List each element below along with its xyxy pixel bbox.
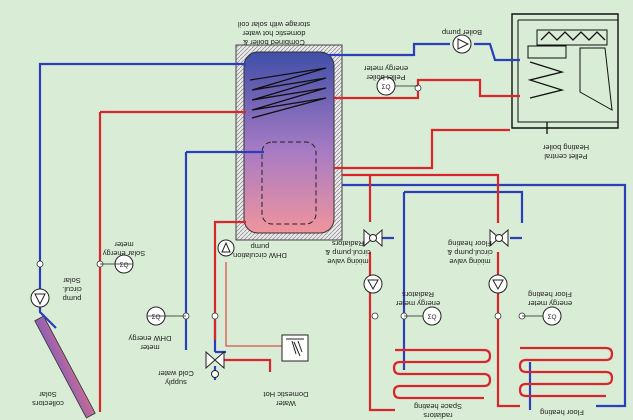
label-dhw-meter-2: meter — [140, 343, 160, 352]
storage-tank — [235, 44, 343, 241]
label-combined-boiler-1: storage with solar coil — [238, 20, 310, 29]
floor-heating-pump — [488, 274, 508, 294]
label-heating-boiler-1: Heating boiler — [542, 143, 589, 152]
label-dhw-pump-1: pump — [251, 242, 270, 251]
dhw-mixing-valve — [205, 350, 225, 378]
label-solar-collectors-2: collectors — [32, 399, 64, 408]
radiators-pump — [363, 274, 383, 294]
labels: storage with solar coil domestic hot wat… — [32, 20, 589, 420]
floor-energy-meter: ΣQ — [542, 306, 562, 326]
solar-collector — [34, 315, 96, 419]
label-heating-boiler-2: Pellet central — [544, 152, 588, 161]
label-radiators-group-1: Radiators — [332, 239, 364, 248]
svg-text:ΣQ: ΣQ — [381, 84, 390, 91]
dhw-circulation-pump — [217, 239, 235, 257]
label-domestic-hot-water-2: Water — [276, 399, 296, 408]
label-solar-collectors-1: Solar — [39, 390, 57, 399]
label-radiators-group-3: mixing valve — [327, 257, 368, 266]
label-solar-pump-2: circul. — [62, 285, 82, 294]
label-radiators-meter-1: Radiators — [402, 290, 434, 299]
svg-text:ΣQ: ΣQ — [119, 262, 128, 269]
label-space-heating-2: radiators — [423, 411, 452, 420]
label-pellet-meter-2: Pellet boiler — [366, 73, 406, 82]
label-combined-boiler-2: domestic hot water — [242, 29, 305, 38]
cold-return-pipes — [38, 42, 627, 410]
label-floor-meter-1: Floor heating — [528, 290, 572, 299]
svg-text:ΣQ: ΣQ — [547, 314, 556, 321]
label-boiler-pump: Boiler pump — [442, 28, 482, 37]
label-pellet-meter-1: energy meter — [363, 64, 408, 73]
domestic-hot-water-outlet — [281, 334, 309, 362]
floor-mixing-valve — [489, 228, 509, 248]
svg-text:ΣQ: ΣQ — [427, 314, 436, 321]
label-radiators-group-2: circul.pump & — [325, 248, 370, 257]
label-dhw-pump-2: DHW circulation — [233, 251, 287, 260]
pellet-boiler — [511, 13, 619, 134]
label-radiators-meter-2: energy meter — [395, 299, 440, 308]
label-floor-heating: Floor heating — [540, 408, 584, 417]
label-solar-meter-2: Solar energy — [102, 249, 145, 258]
radiators-energy-meter: ΣQ — [422, 306, 442, 326]
label-space-heating-1: Space heating — [414, 402, 462, 411]
solar-pump — [30, 288, 50, 308]
label-dhw-meter-1: DHW energy — [128, 334, 171, 343]
boiler-pump — [452, 34, 472, 54]
svg-text:ΣQ: ΣQ — [151, 314, 160, 321]
label-floor-group-3: mixing valve — [449, 257, 490, 266]
label-domestic-hot-water-1: Domestic Hot — [263, 390, 309, 399]
label-solar-pump-3: pump — [63, 294, 82, 303]
floor-heating-coil — [518, 346, 614, 398]
space-heating-radiators — [392, 348, 492, 400]
label-solar-pump-1: Solar — [63, 276, 81, 285]
label-cold-water-2: supply — [165, 378, 187, 387]
label-solar-meter-1: meter — [114, 240, 134, 249]
label-combined-boiler-3: Combined boiler & — [243, 38, 305, 47]
label-floor-group-1: Floor heating — [448, 239, 492, 248]
label-cold-water-1: Cold water — [158, 369, 194, 378]
label-floor-group-2: circul.pump & — [447, 248, 492, 257]
radiators-mixing-valve — [363, 228, 383, 248]
label-floor-meter-2: energy meter — [527, 299, 572, 308]
